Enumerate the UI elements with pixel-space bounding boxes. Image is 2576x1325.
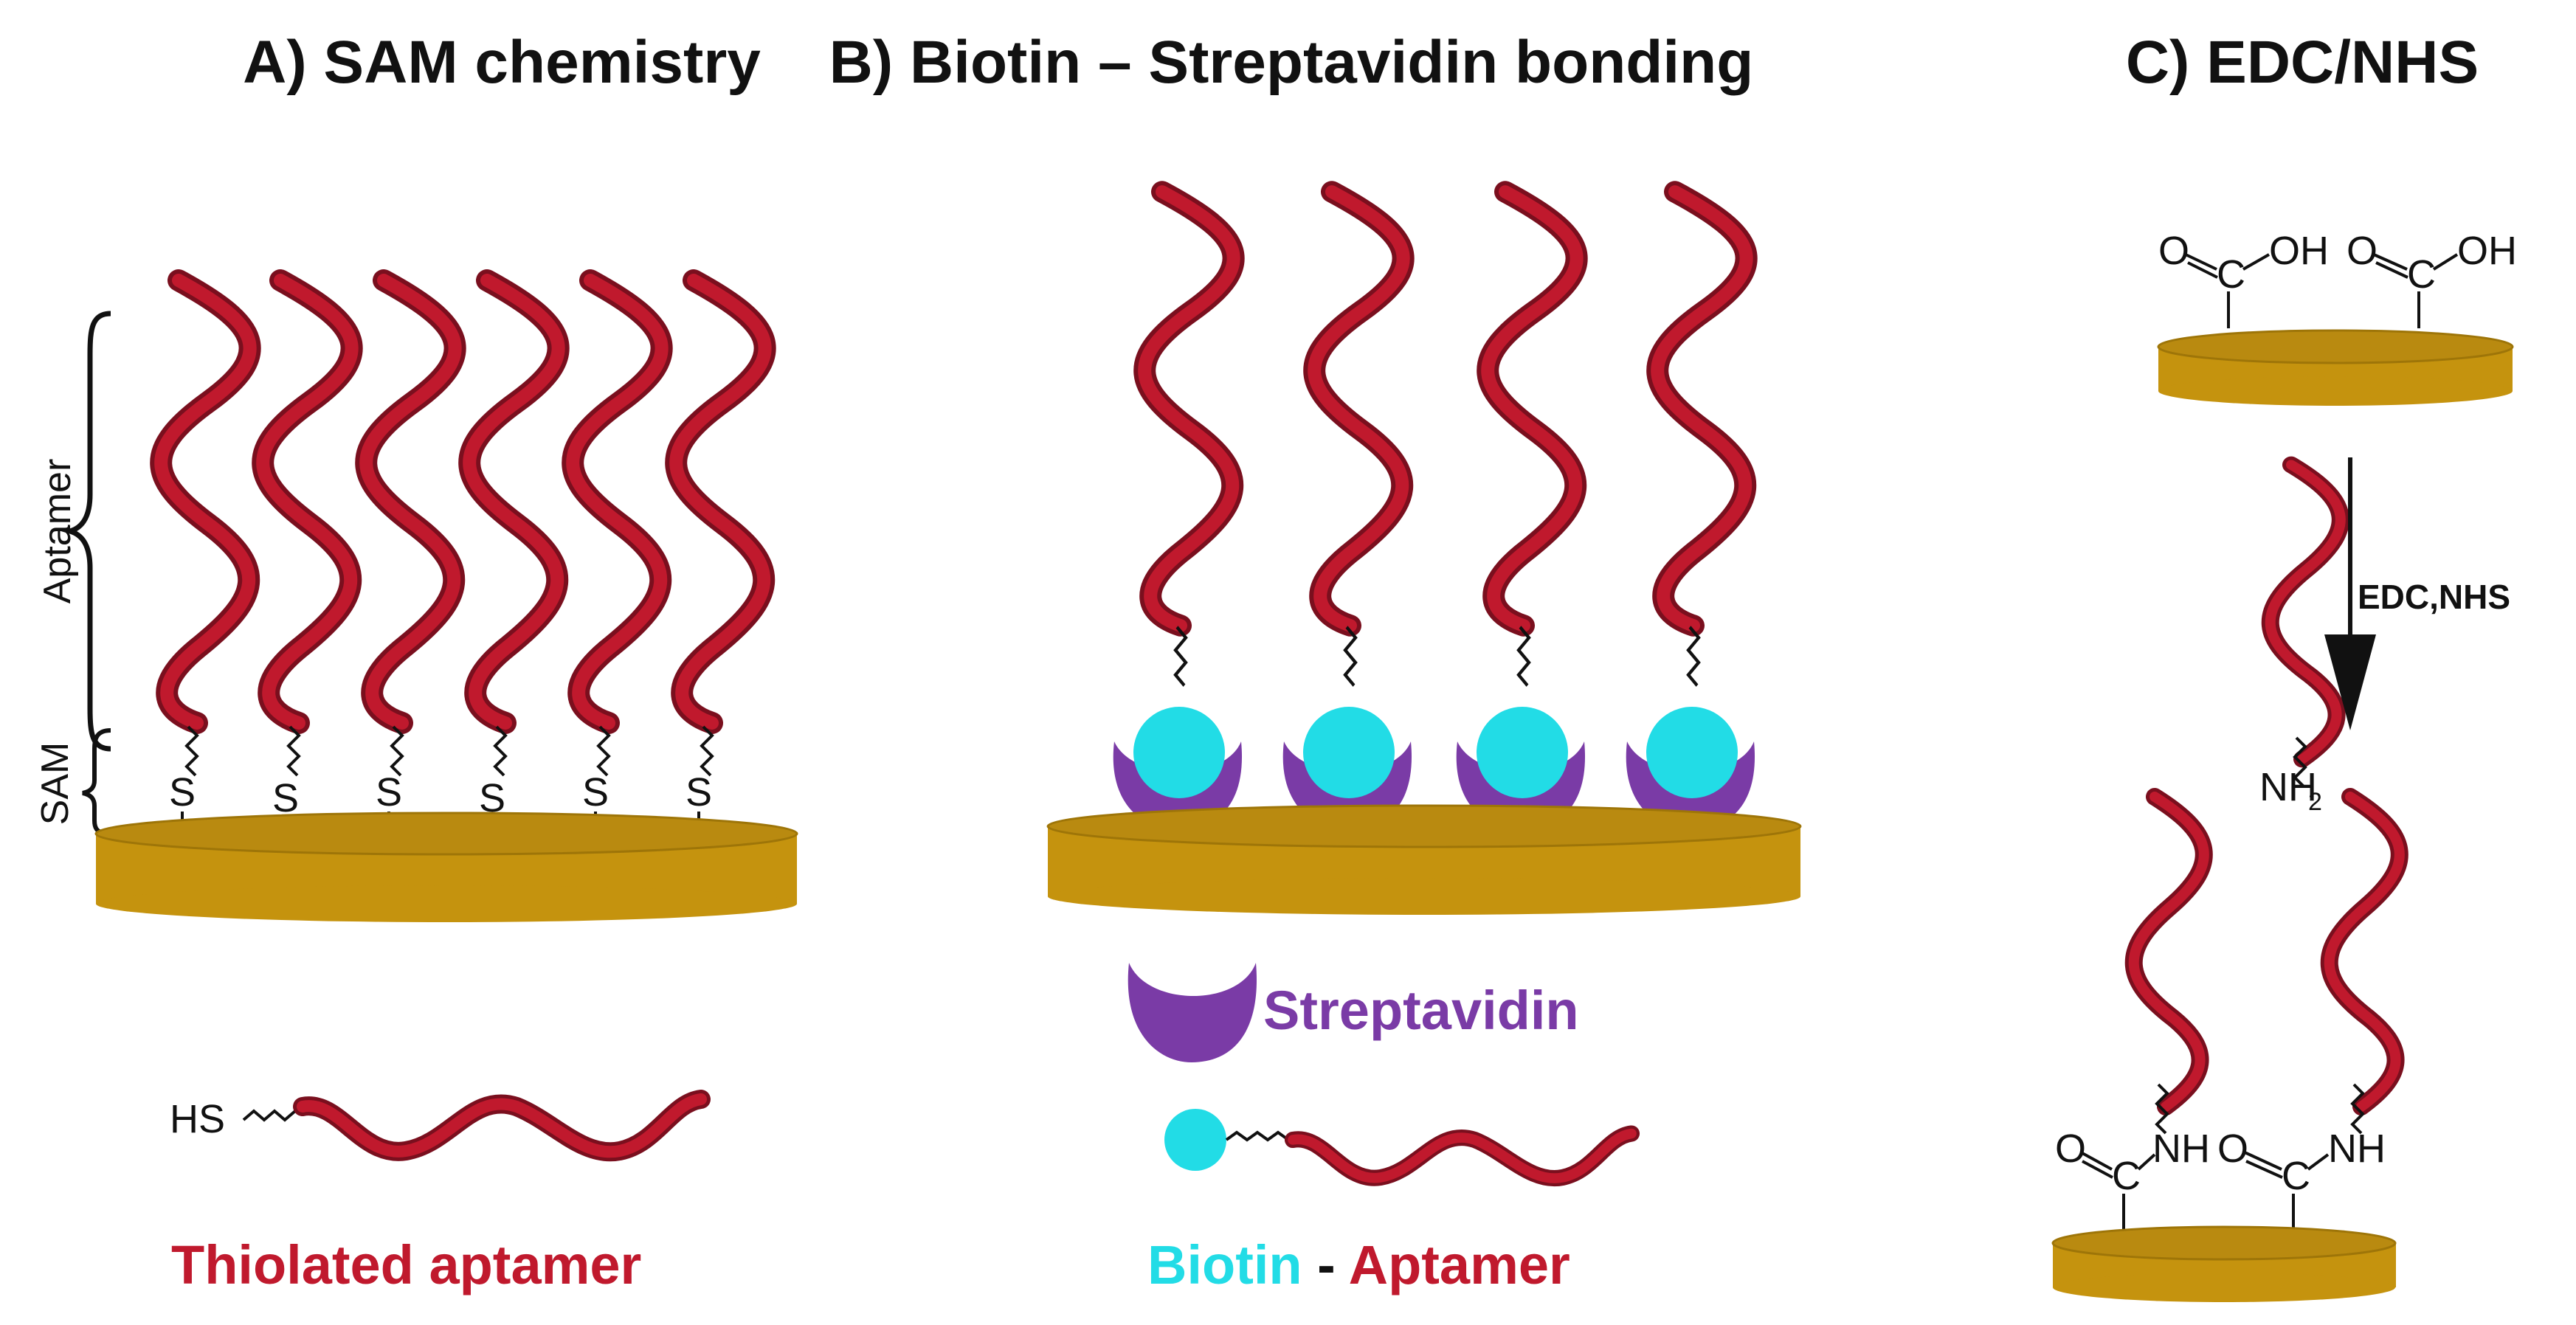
ribbon-aptamer-icon bbox=[2134, 797, 2204, 1107]
amide-c: C bbox=[2282, 1154, 2310, 1198]
sam-brace-icon bbox=[82, 728, 111, 836]
gold-substrate-c-top bbox=[2157, 329, 2514, 406]
aptamer-brace-icon bbox=[61, 311, 111, 752]
amine-subscript: 2 bbox=[2308, 788, 2322, 816]
linker-icon bbox=[1225, 1130, 1290, 1142]
amide-nh: NH bbox=[2152, 1127, 2210, 1171]
panel-a-title: A) SAM chemistry bbox=[243, 29, 761, 96]
linkers-b bbox=[1175, 627, 1699, 685]
s-label: S bbox=[582, 770, 609, 814]
s-label: S bbox=[376, 770, 402, 814]
amide-o: O bbox=[2217, 1127, 2248, 1171]
panel-a: A) SAM chemistry Aptamer SAM S S S bbox=[34, 29, 798, 1295]
thiol-linker-icon bbox=[242, 1109, 297, 1122]
carboxyl-o: O bbox=[2347, 229, 2378, 273]
gold-substrate-c-bottom bbox=[2051, 1225, 2397, 1302]
biotin-ball-icon bbox=[1164, 1109, 1226, 1171]
thiol-linkers bbox=[185, 725, 714, 777]
s-label: S bbox=[272, 776, 299, 820]
carboxyl-oh: OH bbox=[2269, 229, 2329, 273]
streptavidin-cup-icon bbox=[1128, 963, 1257, 1062]
aptamer-array-b bbox=[1144, 192, 1746, 626]
s-label: S bbox=[169, 770, 196, 814]
carboxyl-c: C bbox=[2407, 252, 2436, 297]
panel-c-title: C) EDC/NHS bbox=[2126, 29, 2479, 96]
ribbon-aptamer-icon bbox=[2330, 797, 2400, 1107]
gold-substrate-b bbox=[1046, 804, 1802, 915]
hs-label: HS bbox=[170, 1097, 225, 1141]
aptamer-caption: Aptamer bbox=[1349, 1234, 1570, 1295]
carboxyl-oh: OH bbox=[2457, 229, 2517, 273]
caption-dash: - bbox=[1302, 1234, 1349, 1295]
ribbon-aptamer-icon bbox=[1293, 1134, 1631, 1179]
ribbon-aptamer-icon bbox=[2271, 465, 2341, 759]
panel-b: B) Biotin – Streptavidin bonding bbox=[829, 29, 1802, 1295]
biotin-caption: Biotin bbox=[1147, 1234, 1302, 1295]
ribbon-aptamer-icon bbox=[303, 1099, 701, 1152]
aptamer-side-label: Aptamer bbox=[36, 459, 79, 604]
biotin-aptamer-caption: Biotin - Aptamer bbox=[1147, 1234, 1570, 1295]
carboxyl-groups: O C OH O C OH bbox=[2158, 229, 2517, 328]
amide-c: C bbox=[2112, 1154, 2141, 1198]
thiolated-aptamer-caption: Thiolated aptamer bbox=[171, 1234, 641, 1295]
panel-b-title: B) Biotin – Streptavidin bonding bbox=[829, 29, 1754, 96]
amide-groups: O C NH O C NH bbox=[2055, 1127, 2386, 1231]
reagent-label: EDC,NHS bbox=[2358, 578, 2510, 616]
carboxyl-c: C bbox=[2217, 252, 2245, 297]
carboxyl-o: O bbox=[2158, 229, 2189, 273]
aptamer-array bbox=[161, 280, 764, 723]
amide-o: O bbox=[2055, 1127, 2086, 1171]
reaction-arrow-icon bbox=[2324, 457, 2376, 730]
panel-c: C) EDC/NHS O C OH O C OH bbox=[2051, 29, 2517, 1302]
s-label: S bbox=[686, 770, 712, 814]
amide-nh: NH bbox=[2328, 1127, 2386, 1171]
sam-side-label: SAM bbox=[34, 742, 77, 826]
amine-label: NH bbox=[2259, 765, 2317, 809]
biotin-balls bbox=[1133, 707, 1738, 798]
streptavidin-legend-label: Streptavidin bbox=[1263, 980, 1579, 1041]
gold-substrate-a bbox=[94, 812, 798, 922]
